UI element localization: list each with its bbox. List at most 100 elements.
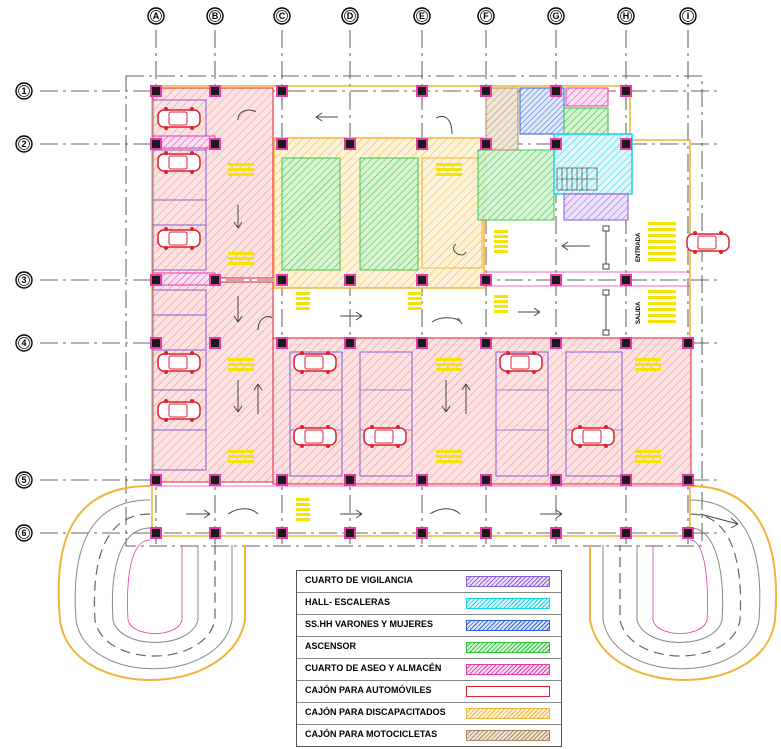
grid-bubble-label: 6 [21, 528, 26, 538]
grid-bubble-row-5: 5 [15, 471, 33, 489]
structural-column-core [482, 140, 490, 148]
legend-swatch-ascensor [466, 642, 550, 653]
structural-column-core [552, 476, 560, 484]
structural-column-core [346, 276, 354, 284]
legend-label: CAJÓN PARA DISCAPACITADOS [305, 707, 446, 717]
storage-room-a1 [152, 135, 216, 149]
entrance-label: ENTRADA [636, 232, 642, 262]
legend-swatch-sshh [466, 620, 550, 631]
grid-bubble-row-3: 3 [15, 271, 33, 289]
structural-column-core [622, 476, 630, 484]
grid-bubble-label: 3 [21, 275, 26, 285]
structural-column-core [552, 140, 560, 148]
cleaning-room [565, 87, 609, 107]
structural-column-core [278, 529, 286, 537]
car-icon [157, 107, 201, 130]
structural-columns [150, 85, 694, 539]
structural-column-core [152, 140, 160, 148]
pedestrian-crossings [228, 163, 676, 521]
structural-column-core [482, 529, 490, 537]
structural-column-core [684, 339, 692, 347]
grid-bubble-column-i: I [679, 7, 697, 25]
disabled-hatch-right [421, 157, 483, 269]
structural-column-core [346, 339, 354, 347]
structural-column-core [684, 529, 692, 537]
car-icon [157, 399, 201, 422]
legend-swatch-aseo [466, 664, 550, 675]
building-outline [125, 75, 703, 547]
structural-column-core [482, 476, 490, 484]
grid-bubble-column-a: A [147, 7, 165, 25]
legend-label: CUARTO DE VIGILANCIA [305, 575, 413, 585]
grid-bubble-label: G [552, 11, 559, 21]
ramp-right [589, 485, 778, 681]
legend-label: CUARTO DE ASEO Y ALMACÉN [305, 663, 442, 673]
grid-bubble-label: F [483, 11, 489, 21]
disabled-stalls-3 [477, 149, 555, 221]
structural-column-core [622, 339, 630, 347]
structural-column-core [278, 140, 286, 148]
grid-bubble-row-1: 1 [15, 82, 33, 100]
car-icon [157, 151, 201, 174]
structural-column-core [211, 87, 219, 95]
disabled-stalls-1 [281, 157, 341, 271]
legend-label: CAJÓN PARA MOTOCICLETAS [305, 729, 438, 739]
grid-bubble-label: A [153, 11, 160, 21]
structural-column-core [552, 529, 560, 537]
elevator-block [563, 107, 609, 137]
legend-label: ASCENSOR [305, 641, 357, 651]
car-icon [686, 231, 730, 254]
grid-bubble-column-d: D [341, 7, 359, 25]
structural-column-core [552, 339, 560, 347]
car-icon [363, 425, 407, 448]
disabled-stalls-2 [359, 157, 419, 271]
structural-column-core [622, 276, 630, 284]
grid-bubble-column-h: H [617, 7, 635, 25]
structural-column-core [152, 276, 160, 284]
structural-column-core [346, 529, 354, 537]
structural-column-core [211, 276, 219, 284]
legend-item-aseo: CUARTO DE ASEO Y ALMACÉN [297, 659, 561, 681]
grid-bubble-row-2: 2 [15, 135, 33, 153]
legend-swatch-automoviles [466, 686, 550, 697]
structural-column-core [418, 87, 426, 95]
stair-steps [556, 167, 598, 191]
structural-column-core [418, 476, 426, 484]
grid-bubble-label: 1 [21, 86, 26, 96]
storage-room-a3 [152, 272, 216, 286]
legend-label: HALL- ESCALERAS [305, 597, 390, 607]
structural-column-core [152, 476, 160, 484]
structural-column-core [211, 140, 219, 148]
structural-column-core [482, 339, 490, 347]
structural-column-core [211, 529, 219, 537]
grid-bubble-column-g: G [547, 7, 565, 25]
legend-item-motocicletas: CAJÓN PARA MOTOCICLETAS [297, 725, 561, 747]
grid-bubble-row-4: 4 [15, 334, 33, 352]
structural-column-core [622, 87, 630, 95]
car-icons [157, 107, 730, 448]
grid-bubble-label: E [419, 11, 425, 21]
structural-column-core [211, 339, 219, 347]
legend-item-hall: HALL- ESCALERAS [297, 593, 561, 615]
grid-bubble-label: I [687, 11, 690, 21]
structural-column-core [211, 476, 219, 484]
structural-column-core [684, 476, 692, 484]
structural-column-core [152, 529, 160, 537]
structural-column-core [152, 339, 160, 347]
grid-bubble-label: D [347, 11, 354, 21]
legend-label: CAJÓN PARA AUTOMÓVILES [305, 685, 432, 695]
grid-bubble-label: C [279, 11, 286, 21]
parking-stalls-left-top [152, 99, 207, 271]
structural-column-core [418, 529, 426, 537]
legend-swatch-discapacitados [466, 708, 550, 719]
structural-column-core [346, 140, 354, 148]
grid-bubble-column-e: E [413, 7, 431, 25]
legend-swatch-vigilancia [466, 576, 550, 587]
grid-bubble-label: 2 [21, 139, 26, 149]
structural-column-core [482, 276, 490, 284]
car-icon [157, 351, 201, 374]
legend-item-vigilancia: CUARTO DE VIGILANCIA [297, 571, 561, 593]
car-icon [293, 351, 337, 374]
grid-bubble-label: B [212, 11, 219, 21]
gate-barriers [602, 225, 610, 336]
